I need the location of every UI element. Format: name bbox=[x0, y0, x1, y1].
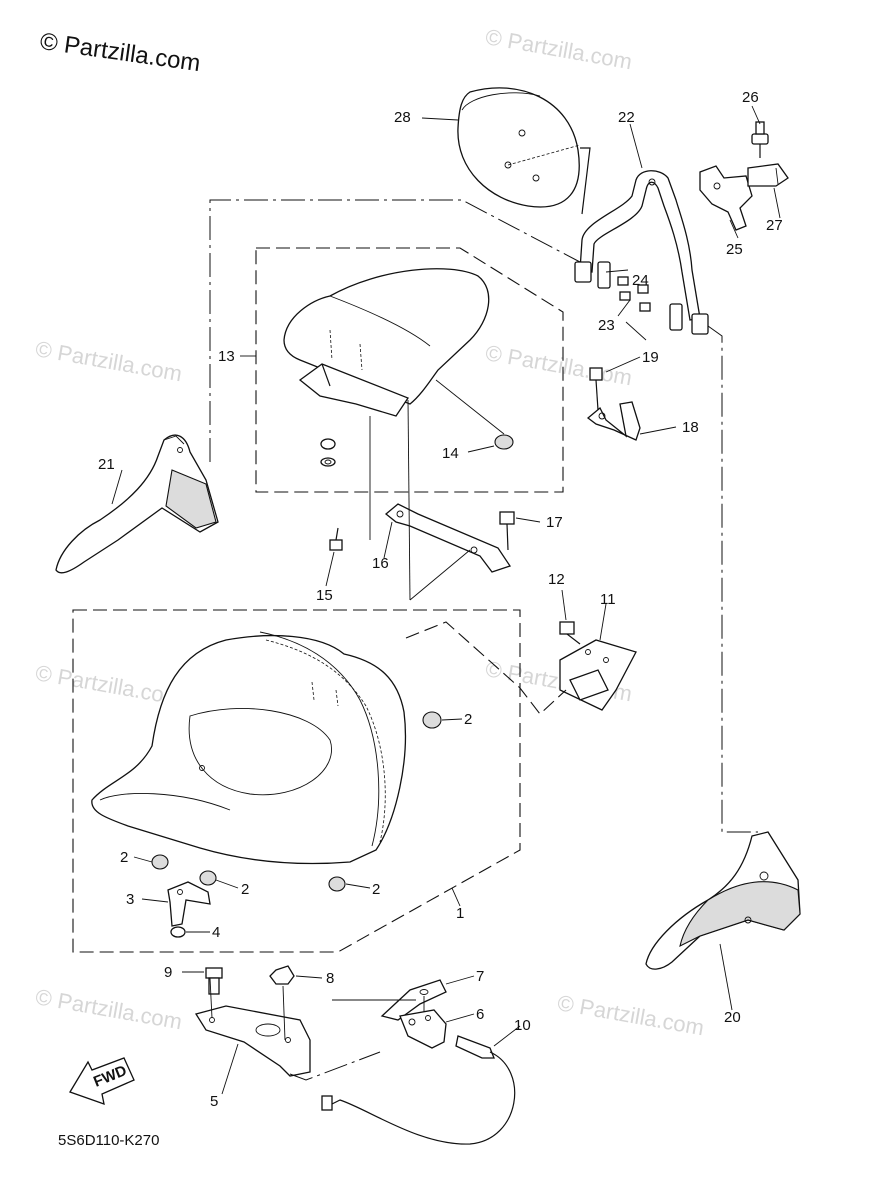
callout-13: 13 bbox=[218, 348, 235, 365]
hook-nut[interactable] bbox=[170, 926, 186, 938]
callout-27: 27 bbox=[766, 217, 783, 234]
main-seat[interactable] bbox=[91, 631, 407, 865]
stay-bolt[interactable] bbox=[589, 367, 603, 411]
callout-6: 6 bbox=[476, 1006, 484, 1023]
callout-12: 12 bbox=[548, 571, 565, 588]
callout-23: 23 bbox=[598, 317, 615, 334]
right-side-cover[interactable] bbox=[645, 831, 801, 970]
leader-lines bbox=[111, 105, 781, 1095]
callout-25: 25 bbox=[726, 241, 743, 258]
backrest-pad[interactable] bbox=[457, 87, 581, 208]
passenger-seat-group-outline bbox=[255, 247, 564, 493]
seat-hook[interactable] bbox=[167, 881, 211, 927]
seat-lock[interactable] bbox=[399, 1009, 447, 1049]
callout-18: 18 bbox=[682, 419, 699, 436]
lock-bolt[interactable] bbox=[205, 967, 223, 995]
callout-8: 8 bbox=[326, 970, 334, 987]
callout-2: 2 bbox=[120, 849, 128, 866]
seat-bracket[interactable] bbox=[384, 503, 512, 573]
lock-bracket-bolt[interactable] bbox=[559, 621, 581, 645]
callout-28: 28 bbox=[394, 109, 411, 126]
callout-9: 9 bbox=[164, 964, 172, 981]
passenger-seat[interactable] bbox=[283, 268, 490, 417]
callout-21: 21 bbox=[98, 456, 115, 473]
callout-20: 20 bbox=[724, 1009, 741, 1026]
callout-14: 14 bbox=[442, 445, 459, 462]
callout-19: 19 bbox=[642, 349, 659, 366]
callout-22: 22 bbox=[618, 109, 635, 126]
lock-nut[interactable] bbox=[269, 965, 295, 985]
callout-7: 7 bbox=[476, 968, 484, 985]
stay[interactable] bbox=[586, 401, 641, 441]
connector-lines bbox=[209, 147, 758, 1081]
callout-3: 3 bbox=[126, 891, 134, 908]
callout-1: 1 bbox=[456, 905, 464, 922]
callout-15: 15 bbox=[316, 587, 333, 604]
backrest-bracket[interactable] bbox=[699, 165, 753, 231]
damper-nut[interactable] bbox=[494, 434, 514, 450]
rear-bolt[interactable] bbox=[499, 511, 515, 551]
left-side-cover[interactable] bbox=[55, 434, 219, 574]
passenger-seat-nut[interactable] bbox=[320, 438, 336, 467]
callout-2: 2 bbox=[241, 881, 249, 898]
bracket-bolt[interactable] bbox=[751, 121, 769, 158]
callout-2: 2 bbox=[464, 711, 472, 728]
callout-26: 26 bbox=[742, 89, 759, 106]
main-seat-group-outline bbox=[72, 609, 521, 953]
backrest-plate[interactable] bbox=[597, 261, 683, 331]
diagram-part-code: 5S6D110-K270 bbox=[58, 1132, 160, 1149]
seat-lock-bracket[interactable] bbox=[559, 639, 637, 711]
callout-5: 5 bbox=[210, 1093, 218, 1110]
bracket-cushion[interactable] bbox=[747, 163, 789, 187]
callout-16: 16 bbox=[372, 555, 389, 572]
callout-4: 4 bbox=[212, 924, 220, 941]
forward-arrow-icon: FWD bbox=[69, 1057, 135, 1105]
backrest-bar[interactable] bbox=[574, 170, 709, 335]
seat-lock-cable[interactable] bbox=[321, 1035, 516, 1145]
callout-2: 2 bbox=[372, 881, 380, 898]
callout-10: 10 bbox=[514, 1017, 531, 1034]
callout-24: 24 bbox=[632, 272, 649, 289]
backrest-screws[interactable] bbox=[617, 276, 651, 312]
front-bolt[interactable] bbox=[329, 527, 343, 551]
callout-17: 17 bbox=[546, 514, 563, 531]
callout-11: 11 bbox=[600, 591, 616, 608]
lock-plate[interactable] bbox=[194, 1005, 311, 1077]
damper[interactable] bbox=[151, 711, 442, 892]
